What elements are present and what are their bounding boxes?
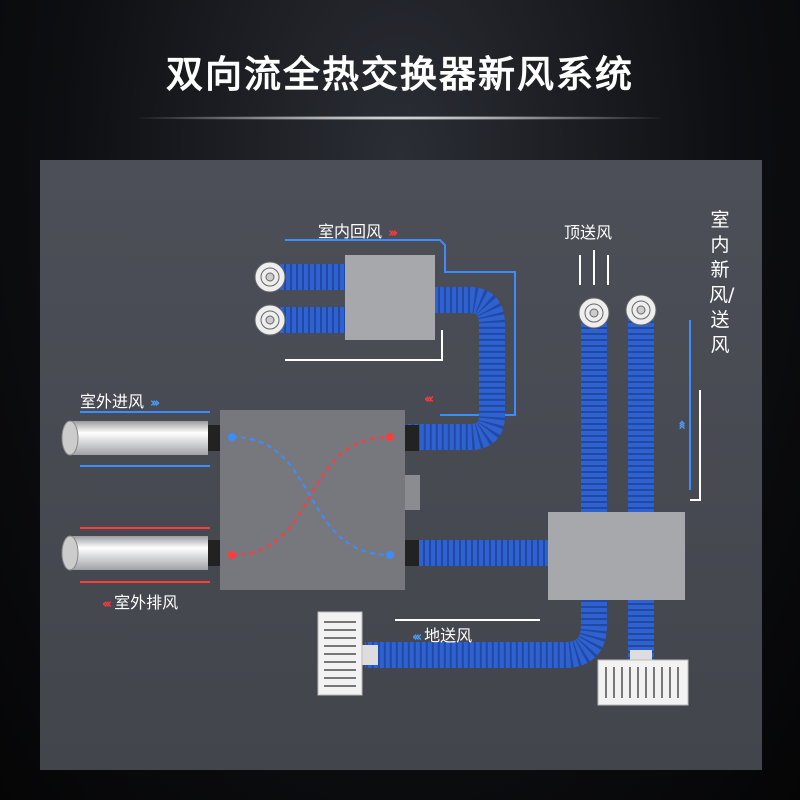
intake-duct-end bbox=[61, 420, 79, 456]
return-plenum-box bbox=[345, 255, 435, 340]
exhaust-flow-curve bbox=[231, 436, 391, 556]
page-title: 双向流全热交换器新风系统 bbox=[166, 53, 634, 96]
title-glow-divider bbox=[140, 116, 660, 120]
arrow-left-icon: ‹‹‹ bbox=[102, 597, 112, 612]
floor-grille-icon bbox=[317, 611, 378, 696]
flow-dot bbox=[228, 433, 236, 441]
bottom-grille-icon bbox=[597, 650, 689, 706]
exhaust-duct-end bbox=[61, 535, 79, 571]
fresh-guide-line bbox=[690, 390, 701, 501]
arrow-right-icon: ››› bbox=[150, 396, 160, 411]
fresh-arrow: ››› bbox=[671, 423, 690, 436]
indoor-return-text: 室内回风 bbox=[318, 222, 383, 241]
return-arrow: ‹‹‹ bbox=[418, 388, 434, 407]
unit-port bbox=[206, 540, 220, 566]
arrow-left-icon: ‹‹‹ bbox=[424, 392, 434, 407]
hose-ribbing bbox=[278, 264, 654, 668]
label-floor-supply: ‹‹‹ 地送风 bbox=[406, 622, 472, 646]
label-outdoor-intake: 室外进风 ››› bbox=[80, 388, 160, 412]
label-indoor-return: 室内回风 ››› bbox=[318, 218, 398, 242]
flow-dot bbox=[386, 551, 394, 559]
label-outdoor-exhaust: ‹‹‹ 室外排风 bbox=[96, 589, 178, 613]
arrow-right-icon: ››› bbox=[388, 226, 398, 241]
distribution-box bbox=[548, 512, 685, 600]
label-indoor-fresh-supply: 室内新风/送风 bbox=[709, 209, 735, 356]
outdoor-intake-text: 室外进风 bbox=[80, 392, 145, 411]
floor-supply-hose bbox=[365, 600, 607, 668]
flow-dot bbox=[386, 433, 394, 441]
unit-port bbox=[206, 425, 220, 451]
outdoor-exhaust-duct bbox=[70, 536, 208, 570]
outdoor-exhaust-text: 室外排风 bbox=[114, 593, 179, 612]
return-guide-line-lower bbox=[285, 330, 443, 361]
unit-port bbox=[405, 425, 419, 451]
return-guide-line bbox=[285, 239, 516, 416]
arrow-up-icon: ››› bbox=[675, 422, 691, 431]
round-vent-icons bbox=[254, 261, 657, 336]
arrow-left-icon: ‹‹‹ bbox=[412, 630, 422, 645]
unit-port bbox=[405, 540, 419, 566]
outdoor-intake-duct bbox=[70, 421, 208, 455]
floor-supply-text: 地送风 bbox=[424, 626, 473, 645]
flow-dot bbox=[228, 551, 236, 559]
label-top-supply: 顶送风 bbox=[564, 223, 613, 242]
unit-side-port bbox=[405, 475, 420, 510]
